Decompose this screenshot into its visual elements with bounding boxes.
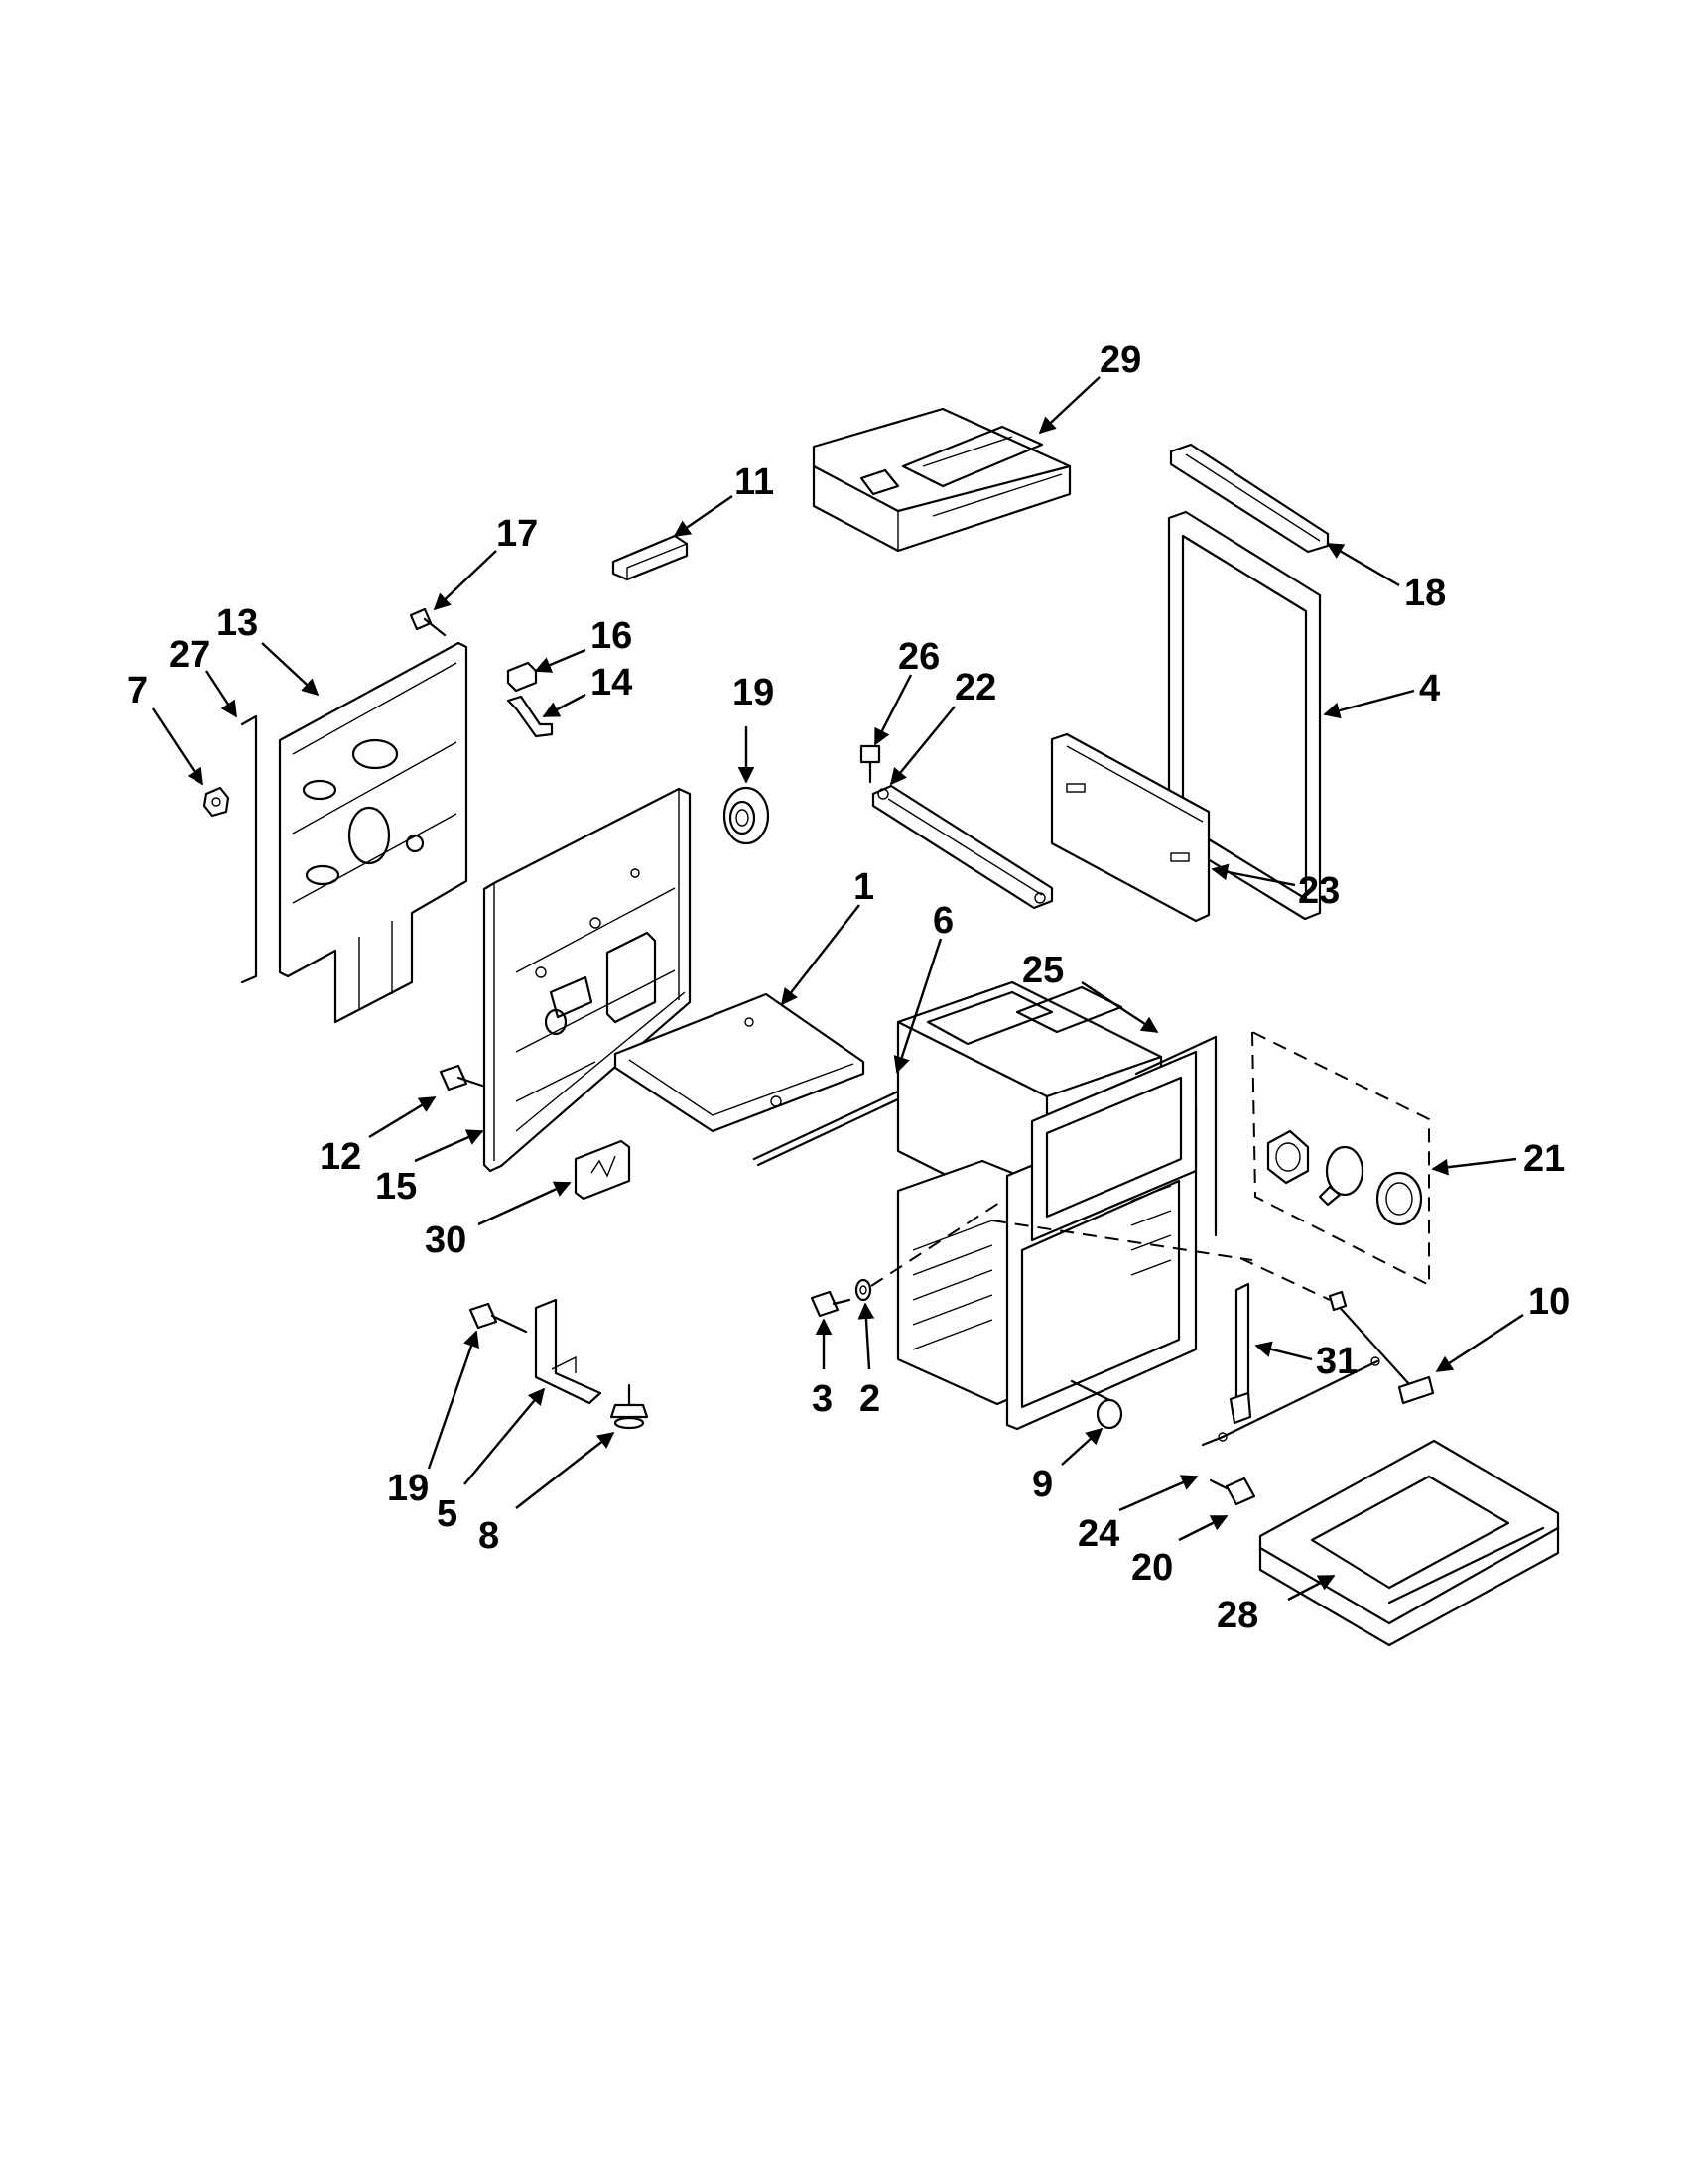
callout-20: 20	[1131, 1547, 1173, 1589]
leader-26	[873, 674, 913, 746]
leader-5	[463, 1387, 546, 1485]
callout-3: 3	[812, 1378, 833, 1420]
part-leveling-leg	[609, 1383, 649, 1430]
leader-1	[780, 904, 860, 1006]
leader-31	[1254, 1341, 1313, 1361]
part-bolt-12	[439, 1064, 484, 1092]
callout-6: 6	[933, 900, 954, 942]
part-wire-24	[1201, 1356, 1380, 1447]
part-light-kit	[991, 1030, 1430, 1287]
callout-4: 4	[1419, 668, 1440, 709]
leader-7	[151, 707, 204, 786]
callout-13: 13	[216, 602, 258, 644]
callout-31: 31	[1316, 1341, 1358, 1382]
callout-17: 17	[496, 513, 538, 555]
part-bracket-31	[1229, 1282, 1252, 1425]
part-screw-17	[409, 607, 447, 637]
callout-5: 5	[437, 1493, 457, 1535]
callout-26: 26	[898, 636, 940, 678]
callout-30: 30	[425, 1220, 466, 1261]
leader-19b	[427, 1330, 479, 1470]
callout-1: 1	[853, 866, 874, 908]
part-tray	[613, 992, 865, 1133]
callout-14: 14	[590, 662, 632, 704]
callout-21: 21	[1523, 1138, 1565, 1180]
leader-28	[1287, 1574, 1336, 1602]
callout-10: 10	[1528, 1281, 1570, 1323]
leader-29	[1038, 376, 1101, 435]
callout-16: 16	[590, 615, 632, 657]
leader-30	[477, 1181, 572, 1226]
part-bracket-30	[574, 1139, 631, 1201]
leader-16	[534, 648, 586, 673]
callout-24: 24	[1078, 1513, 1119, 1555]
callout-19a: 19	[732, 672, 774, 713]
leader-8	[515, 1431, 615, 1509]
leader-6	[893, 938, 943, 1074]
callout-8: 8	[478, 1515, 499, 1557]
part-drawer-pan	[1258, 1439, 1560, 1647]
callout-labels: 29 11 17 13 27 7 16 14 19 26 22 18 4 23 …	[127, 339, 1570, 1636]
callout-27: 27	[169, 634, 210, 676]
callout-18: 18	[1404, 573, 1446, 614]
part-clip-16	[506, 661, 538, 693]
part-clip-14	[506, 695, 554, 738]
callout-12: 12	[320, 1136, 361, 1178]
part-small-bracket	[611, 534, 689, 581]
leader-23	[1211, 863, 1296, 887]
part-side-panel	[482, 787, 692, 1173]
leader-10	[1435, 1313, 1524, 1373]
leader-17	[433, 550, 497, 611]
part-rail	[871, 784, 1054, 910]
leader-13	[261, 642, 320, 697]
leader-18	[1326, 542, 1400, 587]
leader-14	[542, 693, 586, 718]
leader-9	[1061, 1427, 1104, 1466]
leader-22	[889, 706, 956, 786]
leader-27	[204, 670, 238, 718]
part-screw-26	[859, 744, 881, 784]
part-top-panel	[812, 407, 1072, 553]
callout-23: 23	[1298, 870, 1340, 912]
part-oven-cavity	[896, 980, 1218, 1431]
part-rear-panel	[278, 641, 468, 1024]
part-leveling-bracket	[534, 1298, 602, 1405]
leader-12	[368, 1095, 437, 1139]
leader-lines	[151, 376, 1524, 1602]
part-lower-panel	[1050, 732, 1211, 923]
part-grommet	[722, 786, 770, 845]
part-clip-7	[202, 786, 230, 818]
callout-9: 9	[1032, 1464, 1053, 1505]
part-wire-27	[240, 714, 258, 984]
part-bolt-19-lower	[468, 1302, 528, 1334]
part-fitting-20	[1209, 1477, 1256, 1506]
part-element-10	[1239, 1257, 1435, 1405]
part-rod-6	[752, 1090, 904, 1167]
part-washer-2	[854, 1200, 1003, 1302]
leader-2	[857, 1302, 875, 1370]
callout-25: 25	[1022, 950, 1064, 991]
callout-11: 11	[734, 461, 774, 503]
callout-7: 7	[127, 670, 148, 711]
callout-19b: 19	[387, 1468, 429, 1509]
leader-25	[1081, 980, 1159, 1034]
leader-11	[673, 495, 733, 537]
callout-15: 15	[375, 1166, 417, 1208]
leader-24	[1118, 1475, 1199, 1512]
leader-15	[414, 1129, 484, 1163]
part-screw-3	[810, 1290, 851, 1318]
callout-28: 28	[1217, 1595, 1258, 1636]
part-knob-9	[1070, 1379, 1123, 1430]
callout-22: 22	[955, 667, 996, 708]
callout-29: 29	[1100, 339, 1141, 381]
leader-4	[1323, 689, 1415, 719]
callout-2: 2	[859, 1378, 880, 1420]
leader-21	[1431, 1157, 1517, 1176]
leader-20	[1178, 1514, 1229, 1542]
